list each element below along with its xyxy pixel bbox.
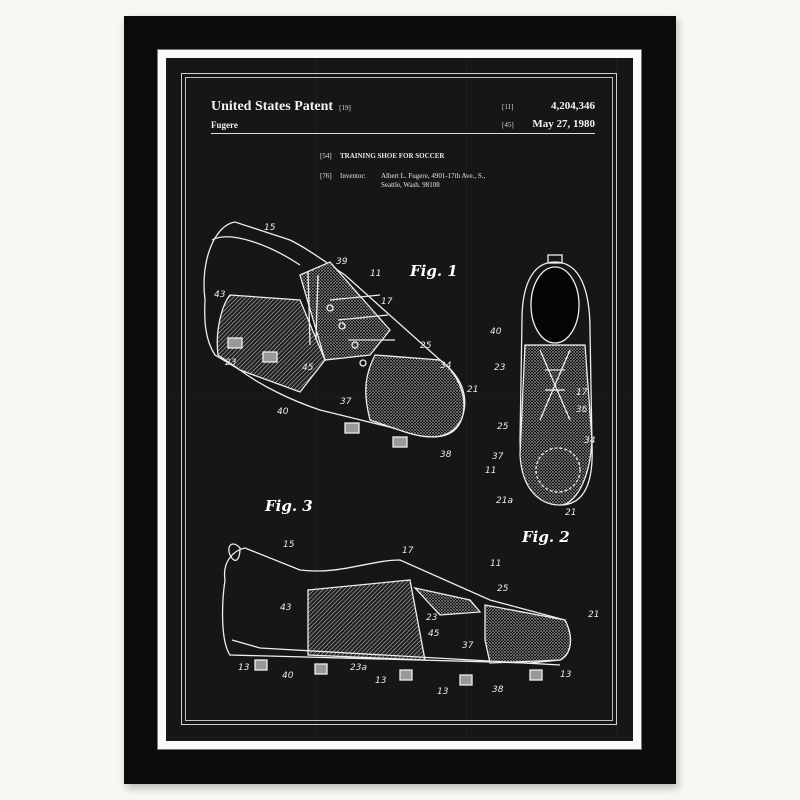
patent-date: May 27, 1980 [532, 118, 595, 130]
inventor-address-line2: Seattle, Wash. 98108 [381, 181, 440, 189]
fig-3-shoe-drawing [221, 543, 572, 686]
svg-text:37: 37 [492, 452, 504, 462]
patent-date-code: [45] [502, 121, 514, 129]
fig-1-label: Fig. 1 [410, 262, 458, 280]
svg-text:43: 43 [214, 290, 226, 300]
svg-text:21: 21 [467, 385, 478, 395]
svg-text:38: 38 [492, 685, 504, 695]
svg-text:17: 17 [381, 297, 393, 307]
svg-text:15: 15 [283, 540, 295, 550]
svg-text:37: 37 [340, 397, 352, 407]
svg-text:13: 13 [560, 670, 572, 680]
svg-text:17: 17 [402, 546, 414, 556]
svg-text:25: 25 [497, 422, 509, 432]
invention-title: TRAINING SHOE FOR SOCCER [340, 152, 445, 160]
svg-text:23: 23 [494, 363, 506, 373]
svg-text:23a: 23a [350, 663, 367, 673]
svg-text:23: 23 [225, 358, 237, 368]
fig-2-reference-numerals: 40 23 17 36 25 34 37 11 21a 21 [485, 327, 596, 518]
svg-text:34: 34 [440, 361, 452, 371]
inventor-address-line1: Albert L. Fugere, 4901-17th Ave., S., [381, 172, 486, 180]
svg-text:13: 13 [375, 676, 387, 686]
svg-text:21a: 21a [496, 496, 513, 506]
fig-1-shoe-drawing [203, 221, 466, 448]
patent-number-code: [11] [502, 103, 514, 111]
svg-text:36: 36 [576, 405, 588, 415]
svg-text:40: 40 [490, 327, 502, 337]
svg-text:13: 13 [437, 687, 449, 697]
svg-text:25: 25 [420, 341, 432, 351]
svg-text:39: 39 [336, 257, 348, 267]
fig-1-reference-numerals: 15 39 11 17 43 23 25 34 45 21 40 37 38 [214, 223, 478, 460]
svg-text:21: 21 [588, 610, 599, 620]
fig-2-label: Fig. 2 [522, 528, 570, 546]
svg-text:38: 38 [440, 450, 452, 460]
patent-number: 4,204,346 [551, 100, 595, 112]
svg-text:11: 11 [485, 466, 496, 476]
fig-3-label: Fig. 3 [265, 497, 313, 515]
inventor-surname: Fugere [211, 120, 238, 130]
svg-text:34: 34 [584, 436, 596, 446]
fig-3-reference-numerals: 15 17 11 25 43 23 45 21 37 13 40 23a 13 … [238, 540, 599, 697]
header-rule [211, 133, 595, 134]
svg-text:43: 43 [280, 603, 292, 613]
svg-text:13: 13 [238, 663, 250, 673]
svg-text:25: 25 [497, 584, 509, 594]
svg-text:45: 45 [428, 629, 440, 639]
svg-text:37: 37 [462, 641, 474, 651]
svg-text:40: 40 [282, 671, 294, 681]
invention-code: [54] [320, 152, 332, 160]
inventor-label: Inventor: [340, 172, 366, 180]
svg-text:15: 15 [264, 223, 276, 233]
fig-2-shoe-drawing [519, 254, 593, 506]
print-border-outer [181, 73, 617, 725]
print-border-inner [185, 77, 613, 721]
svg-text:23: 23 [426, 613, 438, 623]
svg-text:45: 45 [302, 363, 314, 373]
svg-text:11: 11 [490, 559, 501, 569]
svg-text:21: 21 [565, 508, 576, 518]
patent-header-title: United States Patent[19] [211, 99, 351, 114]
title-code: [19] [339, 104, 351, 112]
svg-text:17: 17 [576, 388, 588, 398]
svg-text:11: 11 [370, 269, 381, 279]
svg-text:40: 40 [277, 407, 289, 417]
inventor-code: [76] [320, 172, 332, 180]
